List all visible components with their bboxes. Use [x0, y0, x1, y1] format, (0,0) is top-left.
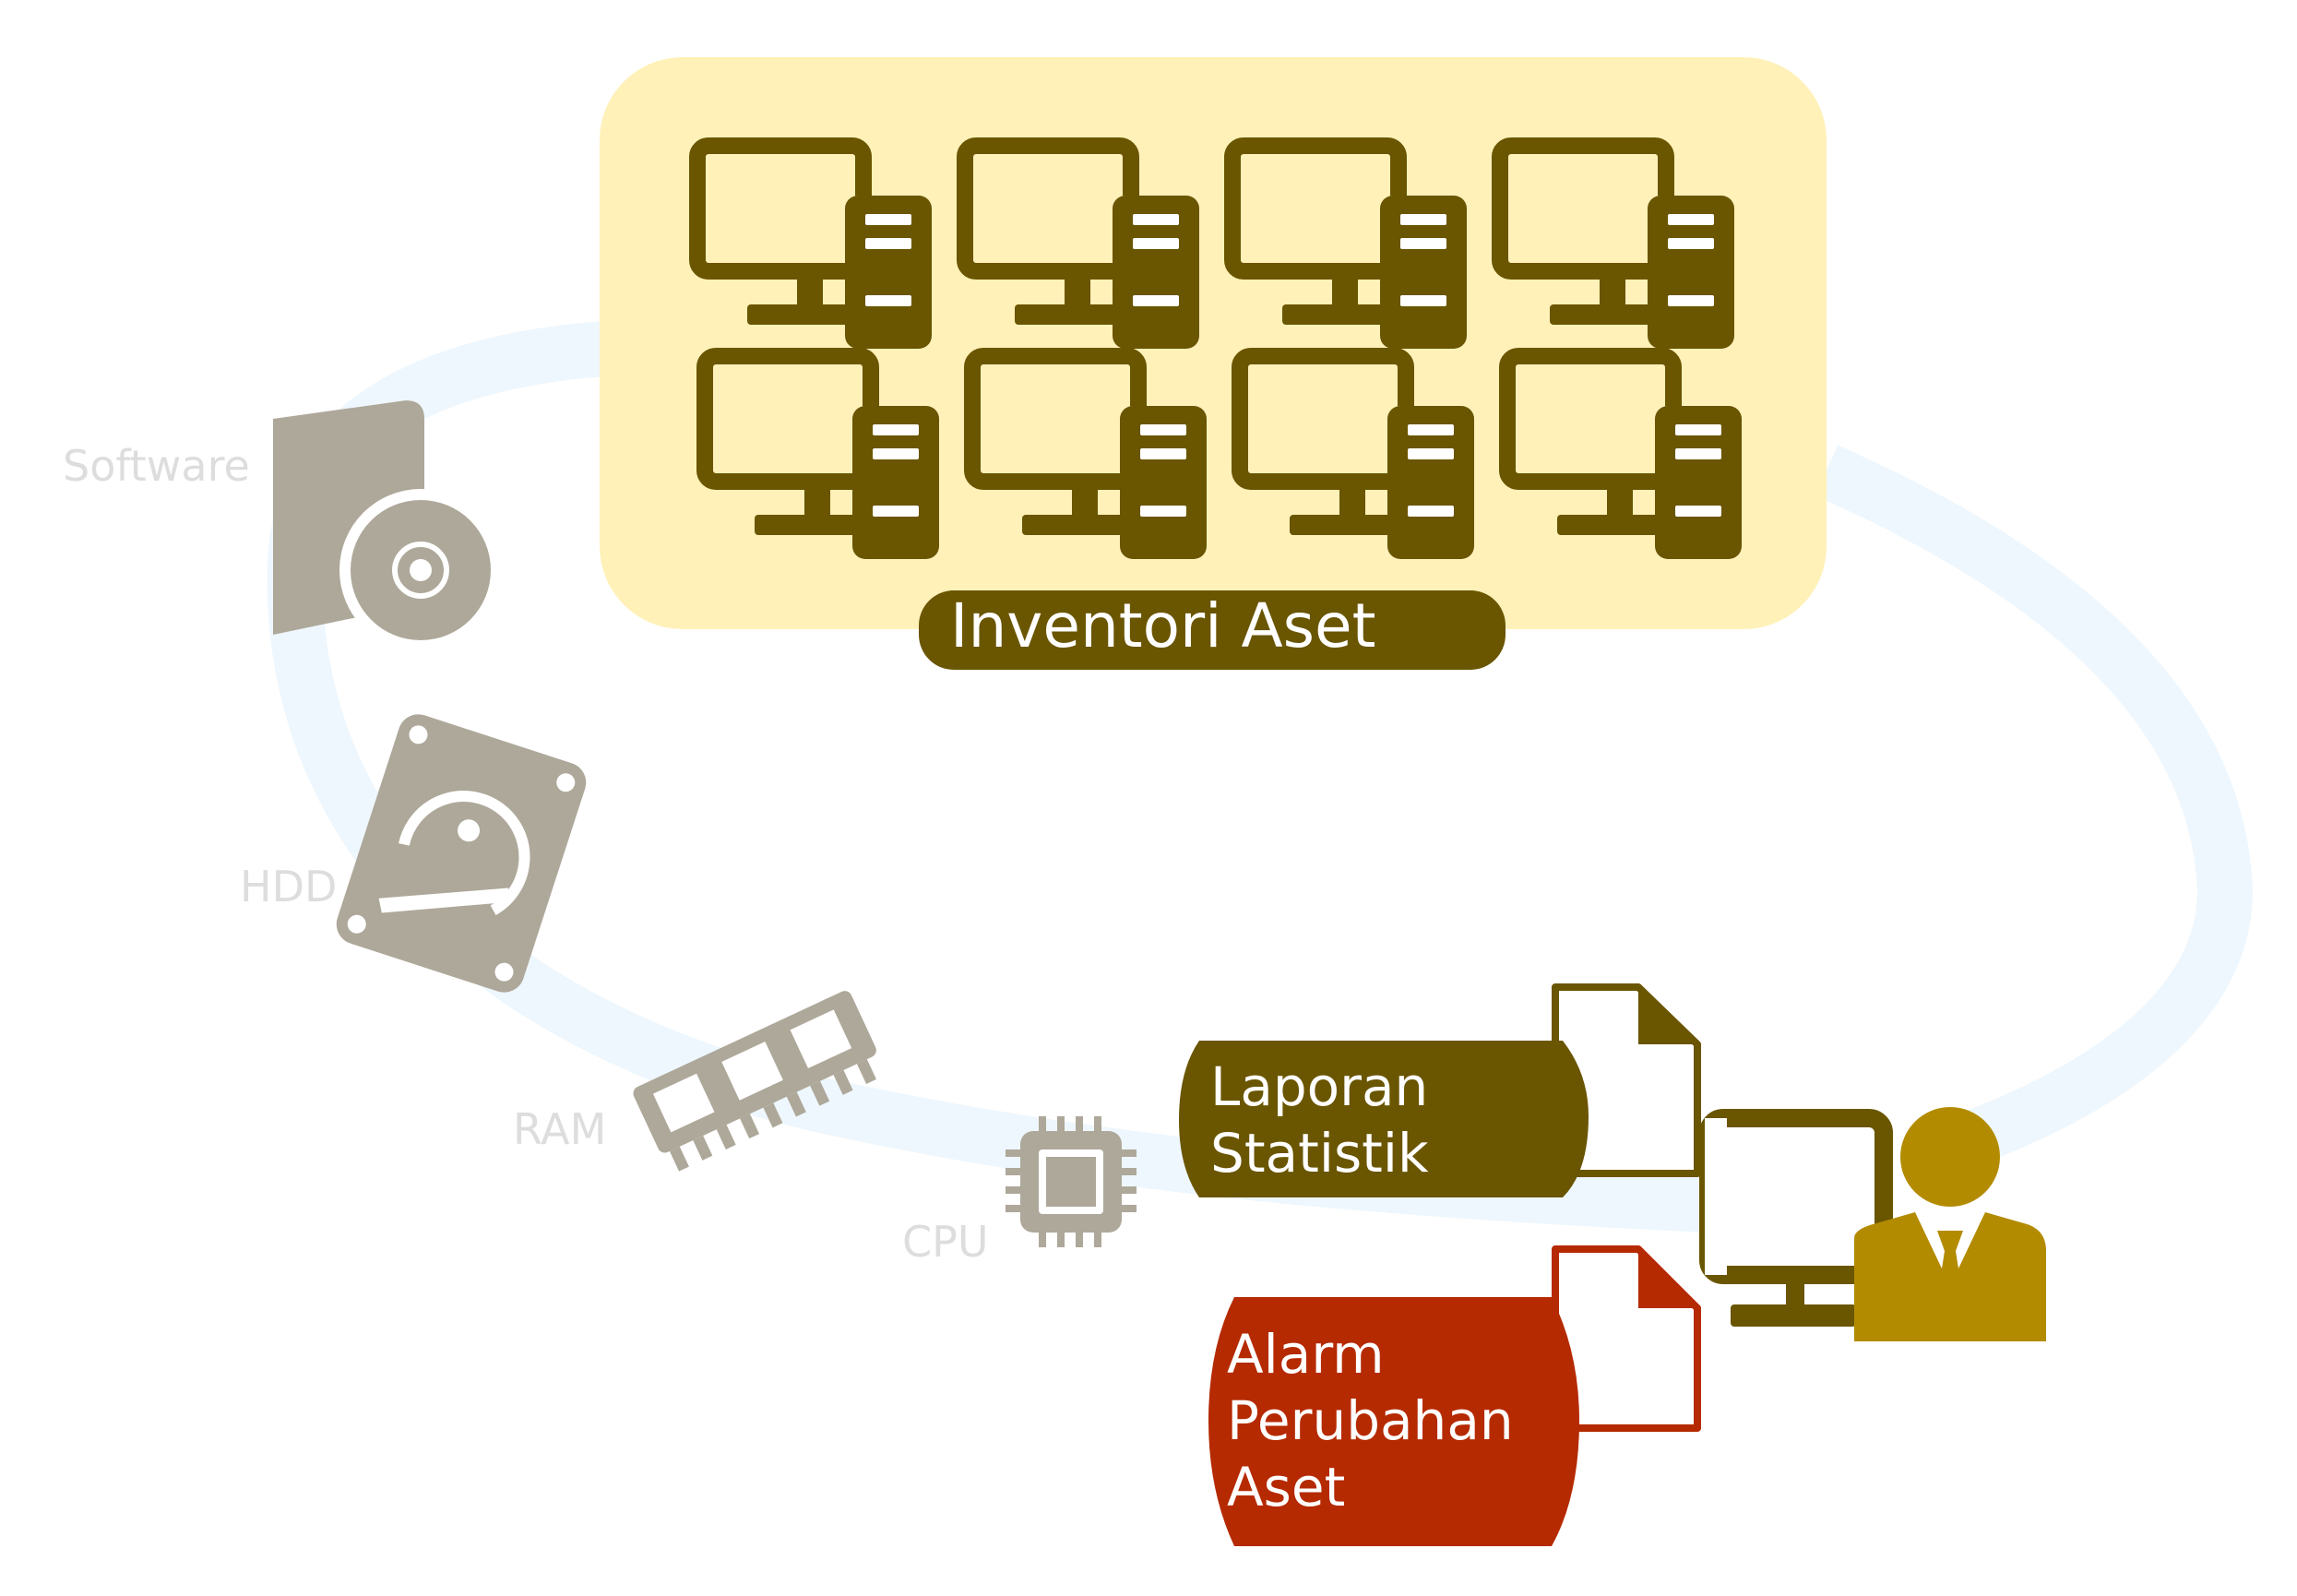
hdd-label: HDD	[240, 862, 337, 911]
inventory-title: Inventori Aset	[950, 590, 1376, 661]
hard-drive-icon	[336, 714, 587, 993]
cpu-chip-icon	[1006, 1116, 1137, 1247]
software-disc-icon	[273, 400, 502, 651]
software-label: Software	[63, 441, 250, 491]
monitor-icon	[1699, 1109, 1893, 1327]
inventory-title-badge: Inventori Aset	[919, 590, 1506, 670]
ram-label: RAM	[513, 1104, 606, 1154]
software-component: Software	[63, 400, 502, 651]
report-title-line1: Laporan	[1210, 1055, 1428, 1118]
ram-component: RAM	[513, 991, 876, 1172]
report-output: Laporan Statistik	[1179, 983, 1701, 1197]
hdd-component: HDD	[240, 714, 587, 993]
user-admin-icon	[1854, 1107, 2046, 1341]
report-box: Laporan Statistik	[1179, 1041, 1589, 1197]
inventory-panel: Inventori Aset	[600, 57, 1827, 670]
ram-module-icon	[633, 991, 876, 1172]
user-station	[1699, 1107, 2046, 1341]
alarm-box: Alarm Perubahan Aset	[1208, 1297, 1579, 1546]
cpu-label: CPU	[902, 1217, 989, 1267]
cpu-component: CPU	[902, 1116, 1137, 1267]
alarm-title-line3: Aset	[1227, 1456, 1345, 1519]
alarm-title-line1: Alarm	[1227, 1323, 1385, 1386]
report-title-line2: Statistik	[1210, 1122, 1429, 1185]
alarm-output: Alarm Perubahan Aset	[1208, 1245, 1701, 1546]
alarm-title-line2: Perubahan	[1227, 1389, 1514, 1452]
